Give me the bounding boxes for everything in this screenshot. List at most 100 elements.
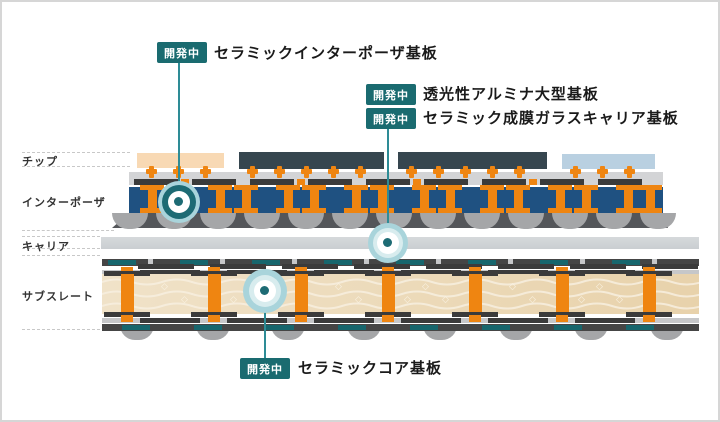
tsv-flange-bottom: [344, 208, 368, 213]
core-sparkle: ◇: [422, 281, 429, 291]
tsv-flange-bottom: [548, 208, 572, 213]
layer-label-substrate: サブスレート: [22, 291, 94, 303]
core-via: [556, 274, 569, 314]
core-sparkle: ◇: [355, 294, 362, 304]
substrate-trace: [488, 318, 548, 323]
core-via-flange-bottom: [365, 312, 411, 317]
substrate-gap: [364, 259, 369, 266]
substrate-via-stub: [556, 315, 568, 322]
tsv-flange-bottom: [234, 208, 258, 213]
substrate-teal-trace: [540, 260, 568, 265]
chip-logic: [398, 152, 547, 169]
pointer-line-core: [264, 291, 266, 359]
micro-bump: [487, 169, 498, 174]
tsv-column: [310, 187, 319, 213]
solder-ball: [508, 213, 544, 229]
marker-carrier-dot: [383, 238, 392, 247]
micro-bump: [247, 169, 258, 174]
tsv-flange-bottom: [616, 208, 640, 213]
chip-memory: [137, 153, 224, 168]
substrate-teal-trace: [338, 325, 366, 330]
substrate-via-stub: [208, 315, 220, 322]
tsv-column: [624, 187, 633, 213]
micro-bump: [460, 169, 471, 174]
core-sparkle: ◇: [442, 294, 449, 304]
dashed-line-substrate-bottom: [22, 329, 100, 330]
core-via-flange-bottom: [539, 312, 585, 317]
substrate-teal-trace: [396, 260, 424, 265]
micro-bump: [406, 169, 417, 174]
rdl-trace: [250, 179, 294, 185]
solder-ball: [464, 213, 500, 229]
core-via-flange-top: [365, 271, 411, 276]
substrate-trace: [498, 264, 554, 269]
tsv-flange-bottom: [276, 208, 300, 213]
rdl-trace: [540, 179, 584, 185]
core-via-flange-bottom: [626, 312, 672, 317]
core-via-flange-bottom: [278, 312, 324, 317]
tsv-flange-bottom: [574, 208, 598, 213]
chip-logic: [239, 152, 384, 169]
core-via-flange-top: [191, 271, 237, 276]
substrate-teal-trace: [468, 260, 496, 265]
rdl-trace: [482, 179, 526, 185]
rdl-trace: [424, 179, 468, 185]
substrate-teal-trace: [626, 325, 654, 330]
solder-ball: [112, 213, 148, 229]
substrate-trace: [282, 264, 338, 269]
core-via-flange-top: [626, 271, 672, 276]
dev-badge-core: 開発中: [240, 358, 290, 379]
tsv-flange-bottom: [370, 208, 394, 213]
core-via: [469, 274, 482, 314]
dev-badge-alumina: 開発中: [366, 84, 416, 105]
substrate-gap: [652, 259, 657, 266]
pointer-line-carrier: [387, 129, 389, 243]
core-sparkle: ◇: [230, 294, 237, 304]
solder-ball: [288, 213, 324, 229]
substrate-trace: [570, 264, 626, 269]
core-sparkle: ◇: [181, 294, 188, 304]
core-via-flange-top: [452, 271, 498, 276]
core-sparkle: ◇: [509, 281, 516, 291]
layer-label-chip: チップ: [22, 156, 58, 168]
micro-bump: [597, 169, 608, 174]
dashed-line-carrier-top: [22, 236, 100, 237]
dashed-line-chip-top: [22, 152, 130, 153]
substrate-teal-trace: [252, 260, 280, 265]
core-sparkle: ◇: [596, 281, 603, 291]
micro-bump: [355, 169, 366, 174]
core-via-flange-top: [104, 271, 150, 276]
substrate-trace: [642, 264, 698, 269]
micro-bump: [301, 169, 312, 174]
substrate-trace: [354, 264, 410, 269]
rdl-via: [297, 179, 305, 185]
tsv-column: [420, 187, 429, 213]
tsv-column: [514, 187, 523, 213]
tsv-column: [488, 187, 497, 213]
core-via: [208, 274, 221, 314]
substrate-trace: [140, 270, 200, 275]
tsv-column: [148, 187, 157, 213]
rdl-trace: [308, 179, 352, 185]
tsv-flange-bottom: [506, 208, 530, 213]
substrate-gap: [148, 259, 153, 266]
micro-bump: [200, 169, 211, 174]
substrate-via-stub: [295, 315, 307, 322]
substrate-teal-trace: [324, 260, 352, 265]
solder-ball: [200, 213, 236, 229]
tsv-column: [556, 187, 565, 213]
rdl-via: [413, 179, 421, 185]
substrate-inner-bottom: [102, 318, 699, 323]
dashed-line-substrate-top: [22, 255, 100, 256]
micro-bump: [570, 169, 581, 174]
substrate-via-stub: [469, 315, 481, 322]
substrate-trace: [488, 270, 548, 275]
tsv-flange-bottom: [208, 208, 232, 213]
chip-passive: [562, 154, 655, 169]
tsv-column: [216, 187, 225, 213]
substrate-gap: [436, 259, 441, 266]
rdl-via: [529, 179, 537, 185]
core-via: [295, 274, 308, 314]
marker-core-dot: [260, 286, 269, 295]
solder-ball: [420, 213, 456, 229]
